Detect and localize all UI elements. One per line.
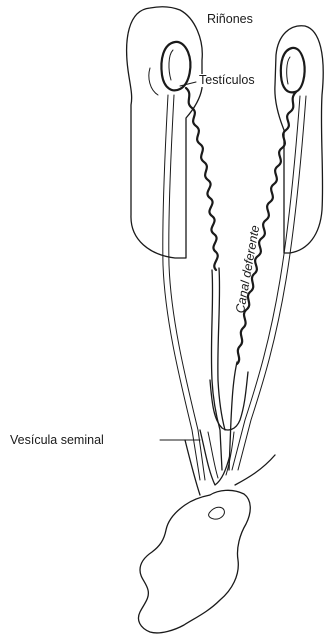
left-vas-deferens bbox=[211, 270, 222, 470]
left-kidney bbox=[127, 7, 203, 258]
kidneys-label: Riñones bbox=[207, 13, 253, 26]
bladder-u bbox=[210, 372, 248, 430]
urethra bbox=[138, 490, 250, 633]
left-testicle-inner bbox=[169, 50, 173, 80]
left-outer-duct-a bbox=[163, 95, 200, 480]
right-testicle-inner bbox=[287, 57, 290, 84]
left-outer-duct-b bbox=[169, 95, 205, 480]
right-testicle bbox=[281, 48, 305, 92]
leader-testiculos bbox=[180, 82, 196, 86]
left-vas-deferens-2 bbox=[218, 268, 225, 430]
testicles-label: Testículos bbox=[198, 74, 256, 87]
left-kidney-inner-edge bbox=[149, 68, 158, 95]
urethra-opening bbox=[209, 507, 225, 519]
seminal-vesicle-label: Vesícula seminal bbox=[10, 434, 104, 447]
left-testicle bbox=[161, 42, 190, 90]
left-vas-deferens-coiled bbox=[186, 88, 218, 270]
